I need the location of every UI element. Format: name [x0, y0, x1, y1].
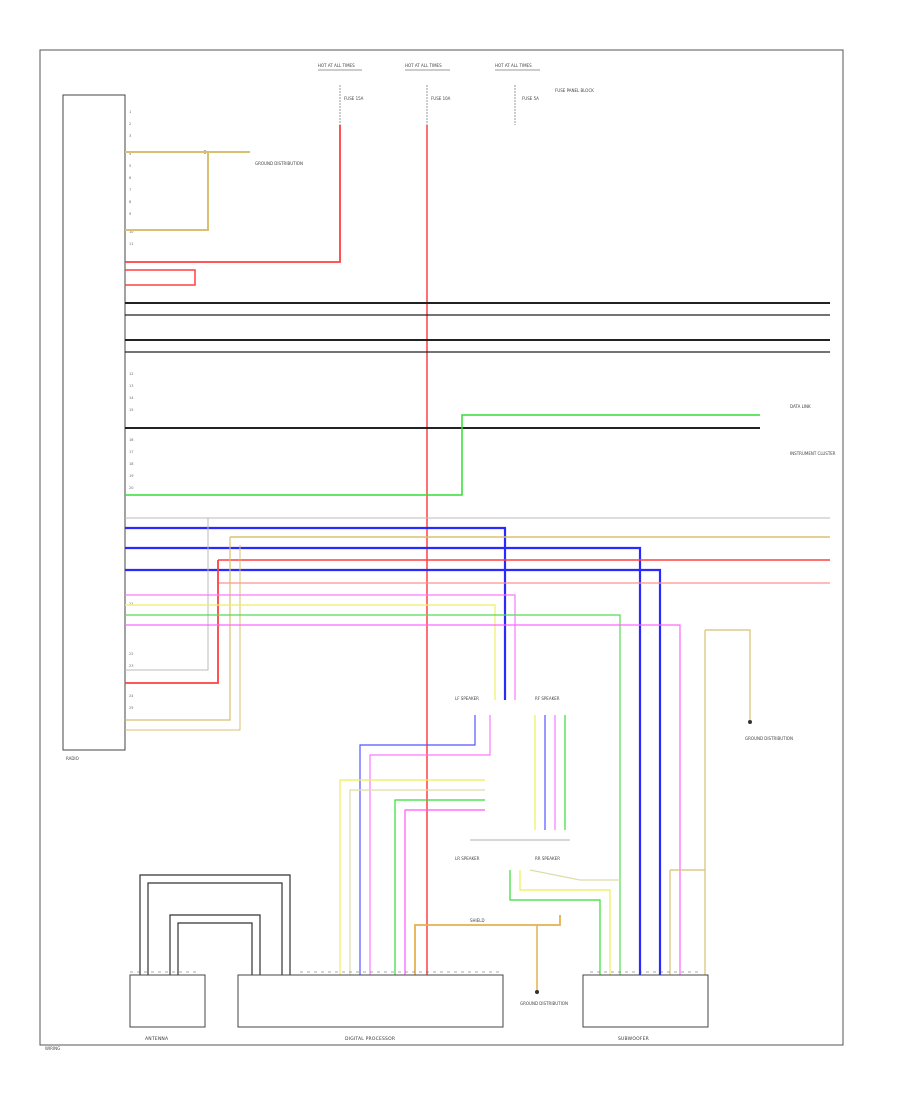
svg-text:14: 14 — [129, 396, 134, 400]
svg-text:15: 15 — [129, 408, 133, 412]
antenna-label: ANTENNA — [145, 1036, 169, 1042]
antenna-wires — [139, 874, 291, 975]
wire-tan-top — [125, 151, 250, 231]
svg-text:6: 6 — [129, 176, 131, 180]
rf-speaker-label: RF SPEAKER — [535, 696, 560, 701]
svg-text:1: 1 — [129, 110, 131, 114]
subwoofer-module — [582, 974, 709, 1028]
ground-bottom-label: GROUND DISTRIBUTION — [520, 1001, 568, 1006]
wire-pink-2 — [125, 624, 681, 975]
svg-text:7: 7 — [129, 188, 131, 192]
svg-text:21: 21 — [129, 602, 133, 606]
svg-text:18: 18 — [129, 462, 133, 466]
subwoofer-label: SUBWOOFER — [618, 1036, 649, 1042]
wire-blue-3 — [125, 568, 662, 975]
svg-text:FUSE PANEL BLOCK: FUSE PANEL BLOCK — [555, 88, 594, 93]
svg-text:2: 2 — [129, 122, 131, 126]
svg-text:FUSE 5A: FUSE 5A — [522, 96, 539, 101]
shield-label: SHIELD — [470, 918, 485, 923]
fuse-b: HOT AT ALL TIMES FUSE 10A — [405, 63, 451, 125]
svg-text:10: 10 — [129, 230, 133, 234]
wire-orange-shield — [414, 915, 561, 975]
ground-right-label: GROUND DISTRIBUTION — [745, 736, 793, 741]
svg-text:24: 24 — [129, 694, 134, 698]
diagram-border — [39, 49, 844, 1046]
speaker-drops — [339, 715, 566, 975]
antenna-module — [129, 974, 206, 1028]
svg-text:22: 22 — [129, 652, 133, 656]
fuse-a-label: HOT AT ALL TIMES — [318, 63, 355, 68]
digital-processor-label: DIGITAL PROCESSOR — [345, 1036, 395, 1042]
data-link-label: DATA LINK — [790, 404, 811, 409]
digital-processor-module — [237, 974, 504, 1028]
cluster-label: INSTRUMENT CLUSTER — [790, 451, 836, 456]
wire-green-2 — [125, 614, 621, 975]
radio-label: RADIO — [66, 756, 79, 761]
lf-speaker-label: LF SPEAKER — [455, 696, 479, 701]
svg-text:23: 23 — [129, 664, 133, 668]
wire-blue-1 — [125, 526, 507, 700]
svg-text:9: 9 — [129, 212, 131, 216]
ground-top-label: GROUND DISTRIBUTION — [255, 161, 303, 166]
svg-text:4: 4 — [129, 152, 132, 156]
fuse-c-label: HOT AT ALL TIMES — [495, 63, 532, 68]
wire-red-fuse-a — [125, 125, 341, 263]
wire-tan-left-drop — [125, 537, 231, 721]
fuse-b-label: HOT AT ALL TIMES — [405, 63, 442, 68]
bus-wires-black — [125, 302, 830, 429]
radio-module — [62, 94, 126, 751]
svg-text:25: 25 — [129, 706, 133, 710]
svg-text:20: 20 — [129, 486, 133, 490]
wire-tan-ground-right — [705, 629, 751, 720]
wire-yellow-1 — [125, 604, 496, 700]
svg-text:5: 5 — [129, 164, 131, 168]
svg-text:16: 16 — [129, 438, 133, 442]
wire-white-left-drop — [125, 518, 209, 671]
wire-red-loop — [125, 269, 196, 286]
svg-text:11: 11 — [129, 242, 133, 246]
svg-text:13: 13 — [129, 384, 133, 388]
wire-green-data — [125, 414, 760, 496]
svg-text:FUSE 15A: FUSE 15A — [344, 96, 364, 101]
wire-pink-1 — [125, 594, 516, 700]
svg-text:19: 19 — [129, 474, 133, 478]
svg-text:3: 3 — [129, 134, 131, 138]
svg-text:8: 8 — [129, 200, 131, 204]
svg-text:FUSE 10A: FUSE 10A — [431, 96, 451, 101]
sub-wires — [509, 869, 705, 975]
rr-speaker-label: RR SPEAKER — [535, 856, 560, 861]
wire-tan-left-drop2 — [125, 545, 241, 731]
fuse-a: HOT AT ALL TIMES FUSE 15A — [318, 63, 364, 125]
fuse-c: HOT AT ALL TIMES FUSE 5A FUSE PANEL BLOC… — [495, 63, 594, 125]
footer-label: WIRING — [45, 1046, 60, 1051]
wire-blue-2 — [125, 546, 642, 975]
wire-red-left-drop — [125, 560, 219, 684]
lr-speaker-label: LR SPEAKER — [455, 856, 480, 861]
svg-text:12: 12 — [129, 372, 133, 376]
svg-text:17: 17 — [129, 450, 133, 454]
